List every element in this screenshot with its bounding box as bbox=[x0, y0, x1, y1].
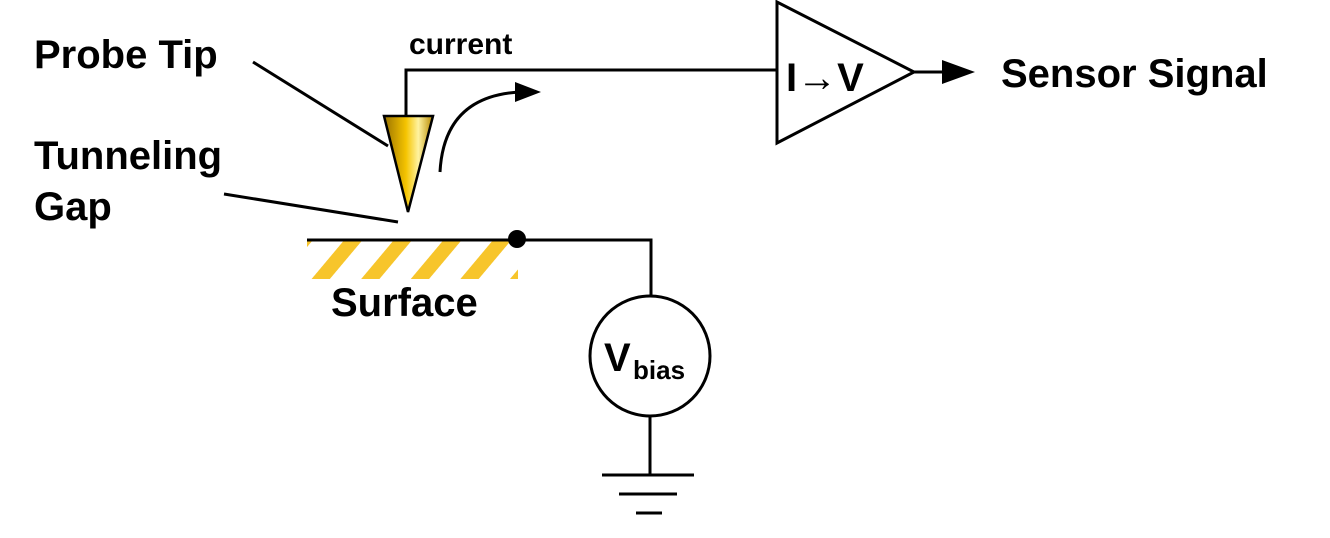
current-arrowhead-icon bbox=[515, 82, 541, 102]
tunneling-label: Tunneling bbox=[34, 134, 222, 178]
current-flow-arrow-icon bbox=[438, 90, 521, 173]
i-to-v-label: I→V bbox=[786, 56, 864, 100]
probe-tip-icon bbox=[382, 114, 435, 213]
sensor-signal-label: Sensor Signal bbox=[1001, 52, 1268, 96]
vbias-symbol: V bbox=[604, 336, 631, 380]
tunneling-gap-leader bbox=[223, 192, 399, 224]
surface-hatch bbox=[307, 240, 518, 279]
probe-tip-label: Probe Tip bbox=[34, 33, 218, 77]
output-arrowhead-icon bbox=[942, 60, 975, 84]
probe-tip-leader bbox=[252, 60, 389, 148]
surface-label: Surface bbox=[331, 281, 478, 325]
tip-to-amplifier-wire bbox=[404, 68, 778, 116]
current-label: current bbox=[409, 28, 512, 61]
vbias-subscript: bias bbox=[633, 355, 685, 385]
gap-label: Gap bbox=[34, 185, 112, 229]
surface-to-bias-wire bbox=[517, 238, 653, 298]
i-to-v-amplifier-icon bbox=[775, 0, 918, 146]
